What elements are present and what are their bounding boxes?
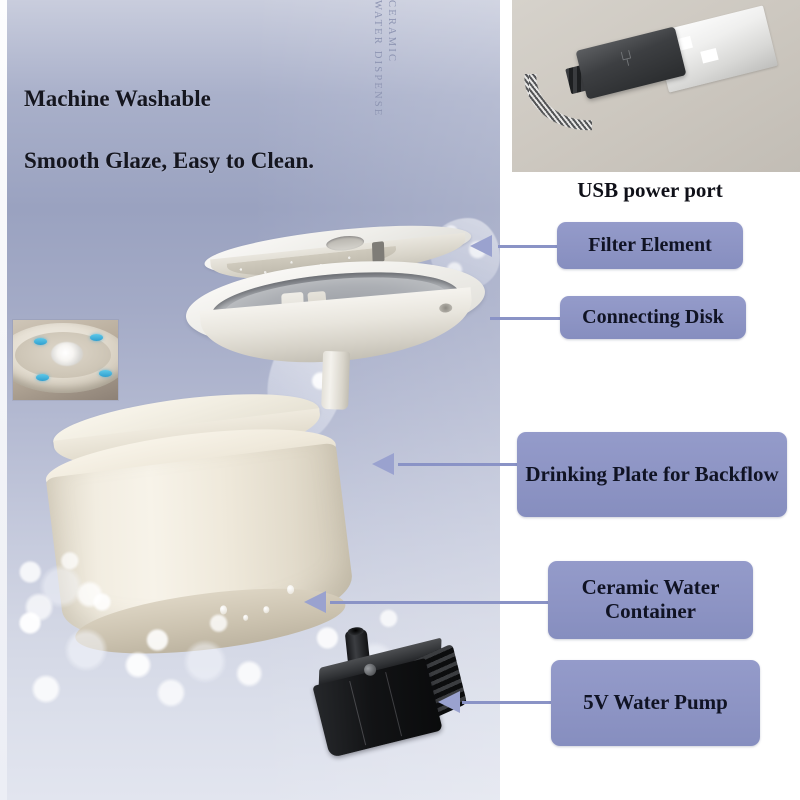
callout-water-pump: 5V Water Pump xyxy=(551,660,760,746)
fountain-top-water-inset-photo xyxy=(13,320,118,400)
callout-filter-element: Filter Element xyxy=(557,222,743,269)
arrow-icon-ceramic-container xyxy=(304,591,326,613)
callout-drinking-plate: Drinking Plate for Backflow xyxy=(517,432,787,517)
callout-connecting-disk: Connecting Disk xyxy=(560,296,746,339)
headline-smooth-glaze: Smooth Glaze, Easy to Clean. xyxy=(24,148,315,173)
usb-power-port-caption: USB power port xyxy=(577,178,723,202)
leader-line-water-pump xyxy=(462,701,552,704)
headline-machine-washable: Machine Washable xyxy=(24,86,211,111)
inset-blue-accent-icon xyxy=(36,374,49,381)
left-edge-strip xyxy=(0,0,7,800)
leader-line-connecting-disk xyxy=(490,317,561,320)
water-splash-cluster xyxy=(120,604,290,724)
inset-water-splash xyxy=(51,342,83,366)
inset-blue-accent-icon xyxy=(90,334,103,341)
leader-line-filter-element xyxy=(498,245,558,248)
usb-power-port-photo: ⑂ xyxy=(512,0,800,172)
leader-line-drinking-plate xyxy=(398,463,518,466)
arrow-icon-filter-element xyxy=(470,235,492,257)
inset-blue-accent-icon xyxy=(99,370,112,377)
callout-ceramic-container: Ceramic Water Container xyxy=(548,561,753,639)
leader-line-ceramic-container xyxy=(330,601,549,604)
product-photo-panel: CERAMIC WATER DISPENSE Machine Washable … xyxy=(0,0,500,800)
inset-blue-accent-icon xyxy=(34,338,47,345)
arrow-icon-water-pump xyxy=(438,691,460,713)
part-connecting-disk xyxy=(182,250,493,416)
arrow-icon-drinking-plate xyxy=(372,453,394,475)
